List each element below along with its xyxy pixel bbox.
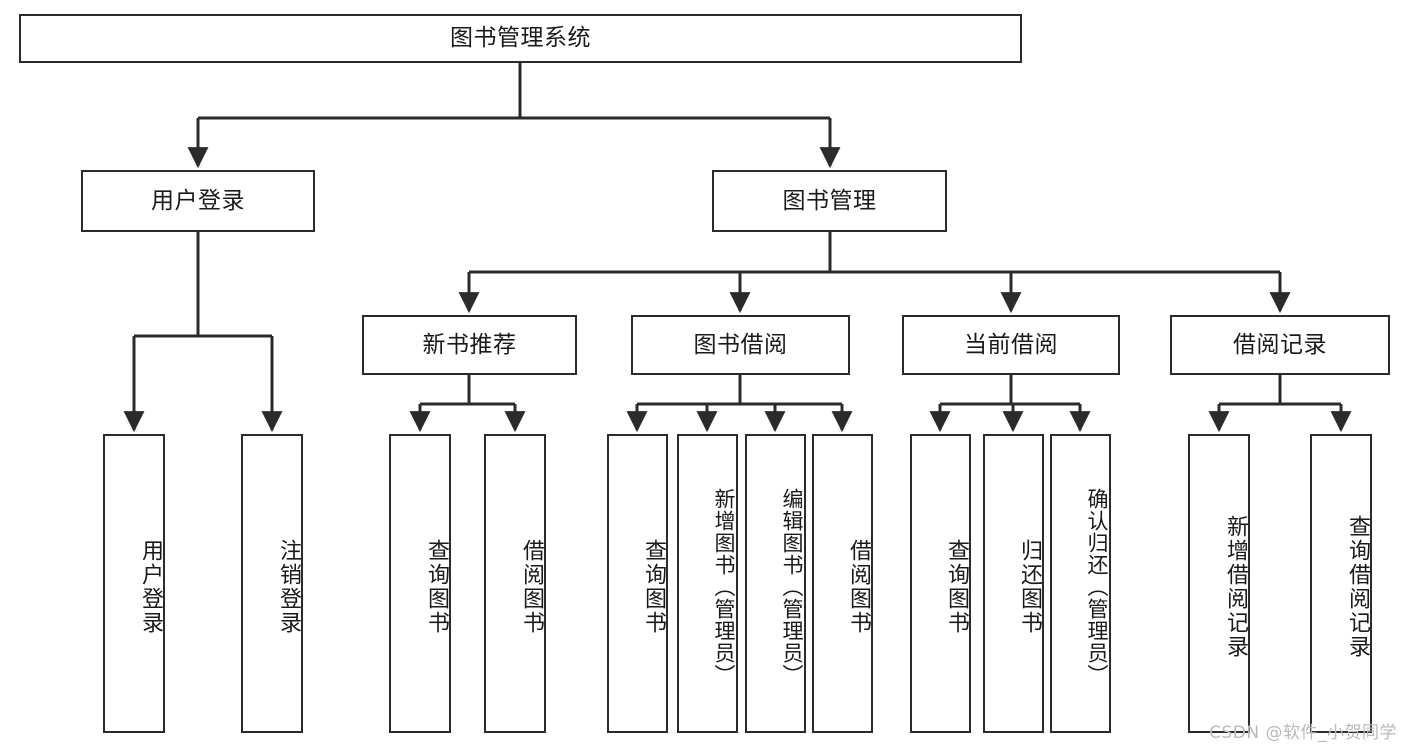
node-label: 查询图书 [641, 538, 666, 635]
node-label: 编辑图书（管理员） [780, 487, 804, 686]
node-label: 当前借阅 [964, 331, 1058, 358]
leaf-return-book[interactable]: 归还图书 [983, 434, 1044, 733]
leaf-borrow-book[interactable]: 借阅图书 [812, 434, 873, 733]
node-label: 借阅图书 [519, 538, 544, 635]
node-label: 确认归还（管理员） [1085, 487, 1109, 686]
leaf-query-book-rec[interactable]: 查询图书 [389, 434, 451, 733]
watermark-text: CSDN @软件_小贺同学 [1209, 723, 1397, 743]
leaf-confirm-return[interactable]: 确认归还（管理员） [1050, 434, 1111, 733]
leaf-add-record[interactable]: 新增借阅记录 [1188, 434, 1250, 733]
node-book-borrowing[interactable]: 图书借阅 [631, 315, 850, 375]
node-user-login[interactable]: 用户登录 [81, 170, 315, 232]
node-new-book-recommendation[interactable]: 新书推荐 [362, 315, 577, 375]
node-borrowing-record[interactable]: 借阅记录 [1170, 315, 1390, 375]
node-label: 新增借阅记录 [1223, 514, 1248, 659]
leaf-logout[interactable]: 注销登录 [241, 434, 303, 733]
node-label: 用户登录 [138, 538, 163, 635]
leaf-borrow-book-rec[interactable]: 借阅图书 [484, 434, 546, 733]
node-book-management-system[interactable]: 图书管理系统 [19, 14, 1022, 63]
node-label: 归还图书 [1017, 538, 1042, 635]
node-label: 查询图书 [424, 538, 449, 635]
node-label: 用户登录 [151, 187, 245, 214]
node-label: 图书管理系统 [450, 25, 591, 52]
node-label: 新增图书（管理员） [712, 487, 736, 686]
node-label: 查询借阅记录 [1345, 514, 1370, 659]
leaf-user-login[interactable]: 用户登录 [103, 434, 165, 733]
leaf-add-book[interactable]: 新增图书（管理员） [677, 434, 738, 733]
node-book-management[interactable]: 图书管理 [712, 170, 947, 232]
node-label: 借阅图书 [846, 538, 871, 635]
node-label: 查询图书 [944, 538, 969, 635]
leaf-query-book-curr[interactable]: 查询图书 [910, 434, 971, 733]
leaf-edit-book[interactable]: 编辑图书（管理员） [745, 434, 806, 733]
node-label: 图书借阅 [693, 331, 788, 358]
node-label: 注销登录 [276, 538, 301, 635]
leaf-query-record[interactable]: 查询借阅记录 [1310, 434, 1372, 733]
node-label: 新书推荐 [422, 331, 517, 358]
leaf-query-book-borrow[interactable]: 查询图书 [607, 434, 668, 733]
node-current-borrowing[interactable]: 当前借阅 [902, 315, 1120, 375]
node-label: 借阅记录 [1233, 331, 1327, 358]
node-label: 图书管理 [782, 187, 877, 214]
